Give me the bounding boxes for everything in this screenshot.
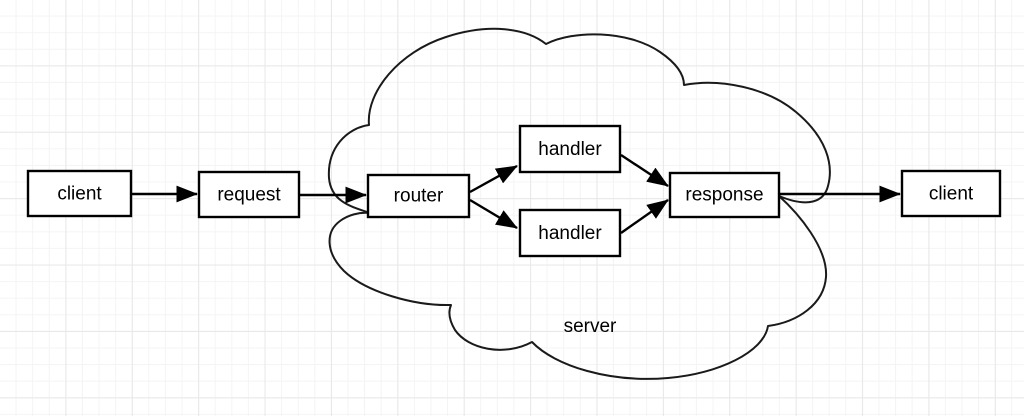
node-handler-bottom-box[interactable]: [518, 208, 622, 258]
node-client-left-box[interactable]: [26, 169, 133, 218]
node-handler-top-box[interactable]: [518, 124, 622, 174]
nodes-layer: client request router handler handler re: [26, 124, 1002, 258]
node-response[interactable]: response: [668, 171, 781, 219]
node-request[interactable]: request: [197, 170, 301, 219]
node-router-label: router: [394, 186, 444, 207]
node-router-box[interactable]: [366, 173, 471, 219]
node-client-right[interactable]: client: [900, 169, 1002, 218]
node-handler-top-label: handler: [538, 139, 602, 160]
node-response-box[interactable]: [668, 171, 781, 219]
node-router[interactable]: router: [366, 173, 471, 219]
edge-router-to-handler-top: [469, 164, 518, 194]
node-handler-bottom-label: handler: [538, 223, 602, 244]
node-client-right-box[interactable]: [900, 169, 1002, 218]
node-request-box[interactable]: [197, 170, 301, 219]
edge-router-to-handler-bottom: [469, 198, 518, 230]
group-label-server: server: [564, 316, 617, 337]
node-client-left[interactable]: client: [26, 169, 133, 218]
edges-layer: [131, 153, 901, 234]
node-response-label: response: [685, 185, 763, 206]
node-client-right-label: client: [929, 184, 974, 205]
edge-handler-top-to-response: [620, 153, 669, 188]
node-handler-top[interactable]: handler: [518, 124, 622, 174]
node-client-left-label: client: [57, 184, 102, 205]
node-request-label: request: [217, 185, 281, 206]
node-handler-bottom[interactable]: handler: [518, 208, 622, 258]
edge-handler-bottom-to-response: [620, 199, 669, 234]
